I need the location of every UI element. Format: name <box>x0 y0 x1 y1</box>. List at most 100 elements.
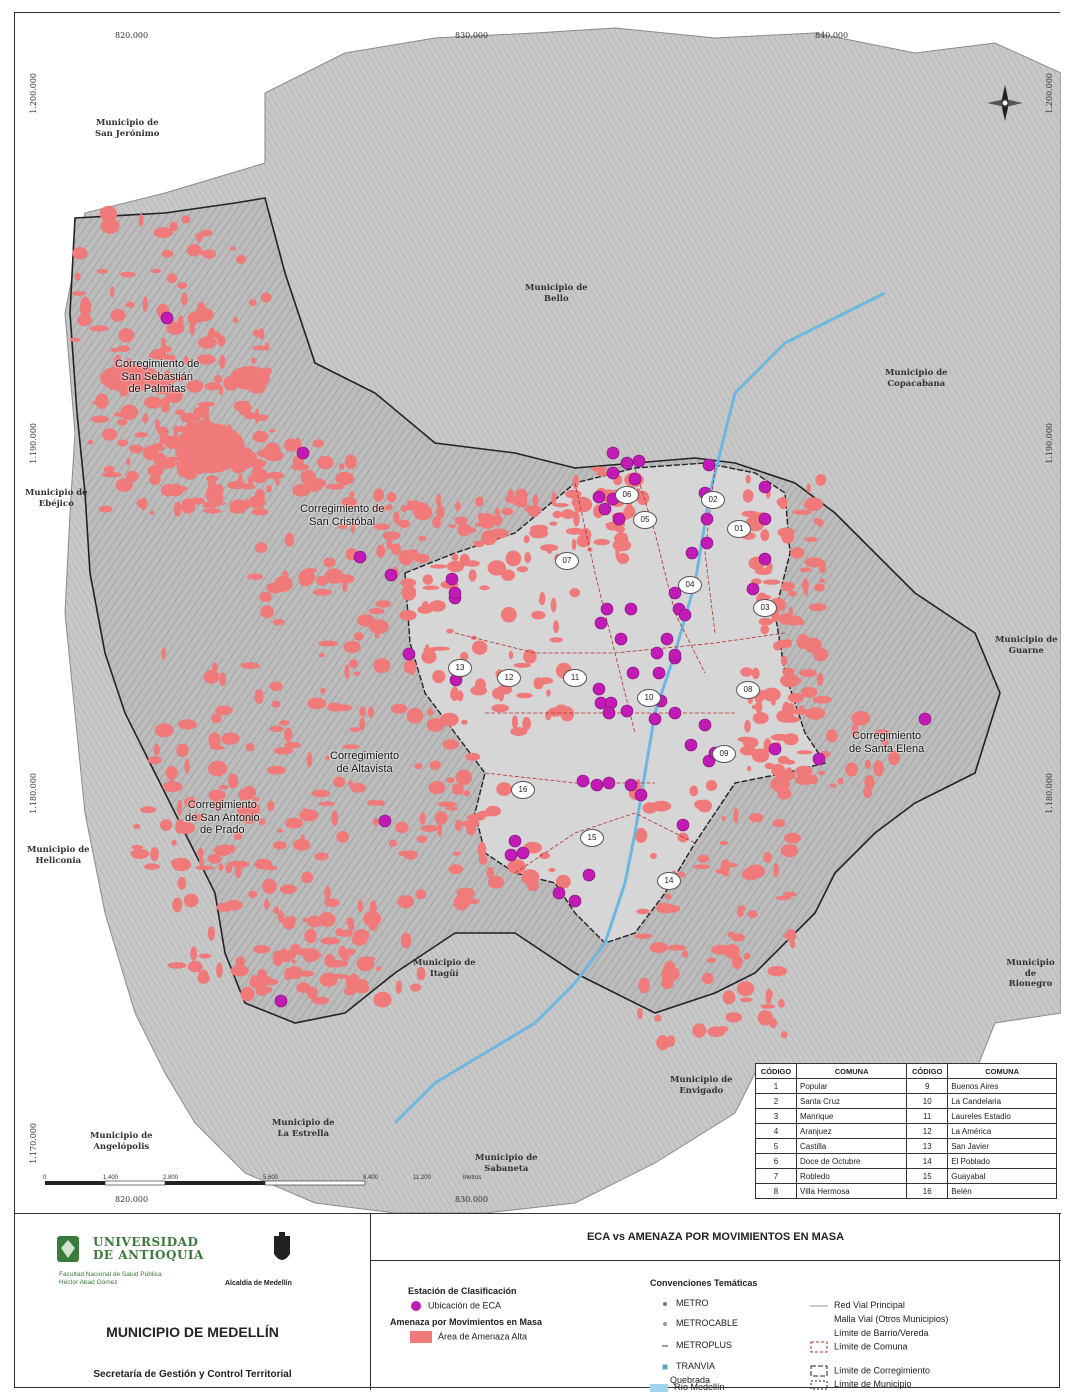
eca-station-marker[interactable] <box>592 490 606 504</box>
hazard-area <box>780 673 800 688</box>
hazard-area <box>465 752 481 762</box>
eca-station-marker[interactable] <box>600 602 614 616</box>
label-bello: Municipio de Bello <box>525 283 588 304</box>
metroplus-icon <box>662 1344 668 1347</box>
eca-station-marker[interactable] <box>684 738 698 752</box>
hazard-area <box>234 867 242 879</box>
legend-amenaza-label: Área de Amenaza Alta <box>438 1331 528 1342</box>
code-cell: 15 <box>906 1168 949 1184</box>
eca-station-marker[interactable] <box>590 778 604 792</box>
eca-station-marker[interactable] <box>758 512 772 526</box>
eca-station-marker[interactable] <box>702 458 716 472</box>
hazard-area <box>173 426 188 432</box>
eca-station-marker[interactable] <box>582 868 596 882</box>
eca-station-marker[interactable] <box>700 512 714 526</box>
eca-station-marker[interactable] <box>678 608 692 622</box>
hazard-area <box>416 835 428 843</box>
eca-station-marker[interactable] <box>508 834 522 848</box>
eca-station-marker[interactable] <box>918 712 932 726</box>
eca-station-marker[interactable] <box>648 712 662 726</box>
eca-station-marker[interactable] <box>568 894 582 908</box>
comuna-cell: La América <box>947 1123 1057 1139</box>
hazard-area <box>367 706 374 718</box>
eca-station-marker[interactable] <box>378 814 392 828</box>
eca-station-marker[interactable] <box>668 648 682 662</box>
eca-station-marker[interactable] <box>602 706 616 720</box>
eca-station-marker[interactable] <box>612 512 626 526</box>
hazard-area <box>487 560 507 576</box>
hazard-area <box>474 522 486 527</box>
eca-station-marker[interactable] <box>632 454 646 468</box>
eca-station-marker[interactable] <box>668 586 682 600</box>
hazard-area <box>376 544 386 558</box>
eca-station-marker[interactable] <box>698 718 712 732</box>
eca-station-marker[interactable] <box>594 616 608 630</box>
hazard-area <box>408 667 415 676</box>
hazard-area <box>457 783 464 796</box>
metrocable-icon <box>663 1321 667 1326</box>
eca-station-marker[interactable] <box>274 994 288 1008</box>
eca-station-marker[interactable] <box>620 704 634 718</box>
hazard-area <box>783 733 799 746</box>
eca-station-marker[interactable] <box>384 568 398 582</box>
hazard-area <box>186 379 204 393</box>
hazard-area <box>254 408 260 424</box>
eca-station-marker[interactable] <box>402 647 416 661</box>
eca-station-marker[interactable] <box>353 550 367 564</box>
eca-station-marker[interactable] <box>614 632 628 646</box>
eca-station-marker[interactable] <box>700 536 714 550</box>
eca-station-marker[interactable] <box>668 706 682 720</box>
eca-station-marker[interactable] <box>746 582 760 596</box>
eca-station-marker[interactable] <box>652 666 666 680</box>
label-san-sebastian-palmitas: Corregimiento de San Sebastián de Palmit… <box>115 358 200 396</box>
eca-station-marker[interactable] <box>628 472 642 486</box>
hazard-area <box>812 695 833 704</box>
hazard-area <box>306 752 313 768</box>
hazard-area <box>733 807 739 824</box>
eca-station-marker[interactable] <box>634 788 648 802</box>
eca-station-marker[interactable] <box>160 311 174 325</box>
legend-limite-comuna-label: Límite de Comuna <box>834 1341 908 1352</box>
eca-station-marker[interactable] <box>592 682 606 696</box>
hazard-area <box>373 523 391 530</box>
hazard-area <box>230 964 249 977</box>
legend-limite-corregimiento: Límite de Corregimiento <box>810 1365 930 1377</box>
eca-station-marker[interactable] <box>620 456 634 470</box>
hazard-area <box>461 820 480 828</box>
hazard-area <box>720 859 731 874</box>
hazard-area <box>273 906 280 914</box>
eca-station-marker[interactable] <box>576 774 590 788</box>
hazard-area <box>160 430 167 441</box>
eca-station-marker[interactable] <box>650 646 664 660</box>
eca-station-marker[interactable] <box>758 480 772 494</box>
eca-station-marker[interactable] <box>606 446 620 460</box>
eca-station-marker[interactable] <box>602 776 616 790</box>
eca-station-marker[interactable] <box>448 586 462 600</box>
eca-station-marker[interactable] <box>606 466 620 480</box>
eca-station-marker[interactable] <box>552 886 566 900</box>
eca-station-marker[interactable] <box>758 552 772 566</box>
hazard-area <box>661 966 680 982</box>
eca-station-marker[interactable] <box>812 752 826 766</box>
eca-station-marker[interactable] <box>445 572 459 586</box>
hazard-area <box>406 707 424 724</box>
eca-station-marker[interactable] <box>504 848 518 862</box>
eca-station-marker[interactable] <box>768 742 782 756</box>
coord-right-2: 1.190.000 <box>1045 423 1054 464</box>
eca-station-marker[interactable] <box>660 632 674 646</box>
hazard-area <box>248 299 257 307</box>
hazard-area <box>284 532 295 547</box>
eca-station-marker[interactable] <box>626 666 640 680</box>
hazard-area <box>158 375 167 382</box>
hazard-area <box>808 603 827 612</box>
hazard-area <box>302 917 307 923</box>
eca-station-marker[interactable] <box>624 602 638 616</box>
eca-station-marker[interactable] <box>624 778 638 792</box>
header-comuna-1: COMUNA <box>795 1063 908 1079</box>
hazard-area <box>400 504 407 512</box>
eca-station-marker[interactable] <box>676 818 690 832</box>
eca-station-marker[interactable] <box>516 846 530 860</box>
eca-station-marker[interactable] <box>598 502 612 516</box>
eca-station-marker[interactable] <box>685 546 699 560</box>
eca-station-marker[interactable] <box>296 446 310 460</box>
